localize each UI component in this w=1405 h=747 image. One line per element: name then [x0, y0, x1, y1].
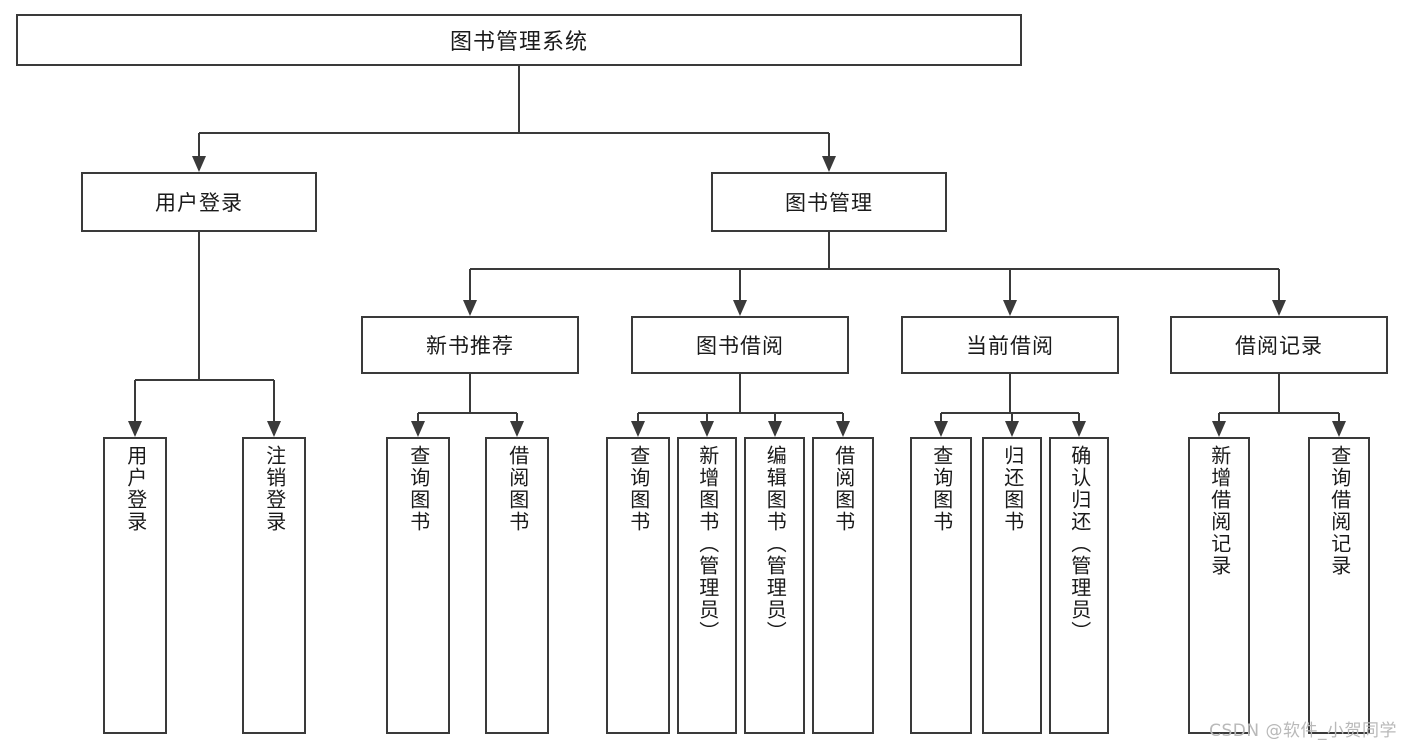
node-leaf-8-label: 查询图书 [929, 445, 954, 533]
node-leaf-10[interactable]: 确认归还（管理员） [1049, 437, 1109, 734]
node-leaf-0-label: 用户登录 [123, 445, 148, 533]
arrowhead-level2-0 [192, 156, 206, 172]
connector-root-to-level2-1 [828, 133, 830, 170]
node-level3-2[interactable]: 当前借阅 [901, 316, 1119, 374]
arrowhead-leaf-level3-3-1 [1332, 421, 1346, 437]
node-leaf-9[interactable]: 归还图书 [982, 437, 1042, 734]
arrowhead-leaf-level3-0-0 [411, 421, 425, 437]
arrowhead-leaf-level3-0-1 [510, 421, 524, 437]
node-leaf-5[interactable]: 新增图书（管理员） [677, 437, 737, 734]
node-level2-1-label: 图书管理 [785, 191, 873, 215]
node-leaf-1-label: 注销登录 [262, 445, 287, 533]
node-leaf-4-label: 查询图书 [626, 445, 651, 533]
arrowhead-level2-1 [822, 156, 836, 172]
node-leaf-7[interactable]: 借阅图书 [812, 437, 874, 734]
arrowhead-leaf-level3-1-3 [836, 421, 850, 437]
connector-user-login-to-leaf-0 [134, 380, 136, 435]
connector-level3-0-stem [469, 374, 471, 413]
arrowhead-leaf-level3-3-0 [1212, 421, 1226, 437]
node-leaf-6[interactable]: 编辑图书（管理员） [744, 437, 805, 734]
arrowhead-leaf-user-login-1 [267, 421, 281, 437]
node-leaf-2-label: 查询图书 [406, 445, 431, 533]
node-leaf-10-label: 确认归还（管理员） [1067, 445, 1092, 643]
arrowhead-leaf-level3-1-1 [700, 421, 714, 437]
node-level2-0[interactable]: 用户登录 [81, 172, 317, 232]
node-level2-1[interactable]: 图书管理 [711, 172, 947, 232]
connector-root-bus [199, 132, 829, 134]
arrowhead-leaf-level3-2-1 [1005, 421, 1019, 437]
node-level3-0[interactable]: 新书推荐 [361, 316, 579, 374]
arrowhead-leaf-level3-1-2 [767, 421, 782, 437]
node-leaf-3[interactable]: 借阅图书 [485, 437, 549, 734]
connector-level3-3-bus [1219, 412, 1339, 414]
node-leaf-3-label: 借阅图书 [505, 445, 530, 533]
arrowhead-leaf-user-login-0 [128, 421, 142, 437]
connector-user-login-stem [198, 232, 200, 380]
node-leaf-1[interactable]: 注销登录 [242, 437, 306, 734]
connector-level3-1-stem [739, 374, 741, 413]
connector-root-to-level2-0 [198, 133, 200, 170]
node-leaf-9-label: 归还图书 [1000, 445, 1025, 533]
node-level3-3[interactable]: 借阅记录 [1170, 316, 1388, 374]
connector-level2-bus [470, 268, 1279, 270]
node-leaf-8[interactable]: 查询图书 [910, 437, 972, 734]
connector-level2-to-level3-2 [1009, 269, 1011, 314]
connector-level3-2-bus [941, 412, 1079, 414]
connector-level3-3-stem [1278, 374, 1280, 413]
connector-level2-to-level3-0 [469, 269, 471, 314]
node-leaf-2[interactable]: 查询图书 [386, 437, 450, 734]
node-level3-1-label: 图书借阅 [696, 334, 784, 358]
node-leaf-4[interactable]: 查询图书 [606, 437, 670, 734]
connector-level3-1-bus [638, 412, 843, 414]
connector-root-stem [518, 66, 520, 133]
node-leaf-7-label: 借阅图书 [831, 445, 856, 533]
watermark-text: CSDN @软件_小贺同学 [1209, 721, 1397, 741]
node-leaf-5-label: 新增图书（管理员） [695, 445, 720, 643]
connector-user-login-bus [135, 379, 274, 381]
arrowhead-level3-0 [463, 300, 477, 316]
node-leaf-11-label: 新增借阅记录 [1207, 445, 1232, 577]
node-root-label: 图书管理系统 [449, 30, 588, 55]
connector-level3-0-bus [418, 412, 517, 414]
node-leaf-0[interactable]: 用户登录 [103, 437, 167, 734]
arrowhead-leaf-level3-2-0 [934, 421, 948, 437]
connector-level2-to-level3-3 [1278, 269, 1280, 314]
node-leaf-6-label: 编辑图书（管理员） [763, 445, 788, 643]
node-level3-3-label: 借阅记录 [1235, 334, 1323, 358]
arrowhead-leaf-level3-1-0 [631, 421, 645, 437]
node-leaf-12-label: 查询借阅记录 [1327, 445, 1352, 577]
connector-level2-stem [828, 232, 830, 269]
node-leaf-12[interactable]: 查询借阅记录 [1308, 437, 1370, 734]
arrowhead-level3-1 [733, 300, 747, 316]
node-leaf-11[interactable]: 新增借阅记录 [1188, 437, 1250, 734]
connector-user-login-to-leaf-1 [273, 380, 275, 435]
node-level3-0-label: 新书推荐 [426, 334, 514, 358]
node-level3-2-label: 当前借阅 [966, 334, 1054, 358]
node-level2-0-label: 用户登录 [155, 191, 243, 215]
node-level3-1[interactable]: 图书借阅 [631, 316, 849, 374]
arrowhead-level3-2 [1003, 300, 1017, 316]
connector-level3-2-stem [1009, 374, 1011, 413]
arrowhead-leaf-level3-2-2 [1072, 421, 1086, 437]
arrowhead-level3-3 [1272, 300, 1286, 316]
connector-level2-to-level3-1 [739, 269, 741, 314]
node-root[interactable]: 图书管理系统 [16, 14, 1022, 66]
